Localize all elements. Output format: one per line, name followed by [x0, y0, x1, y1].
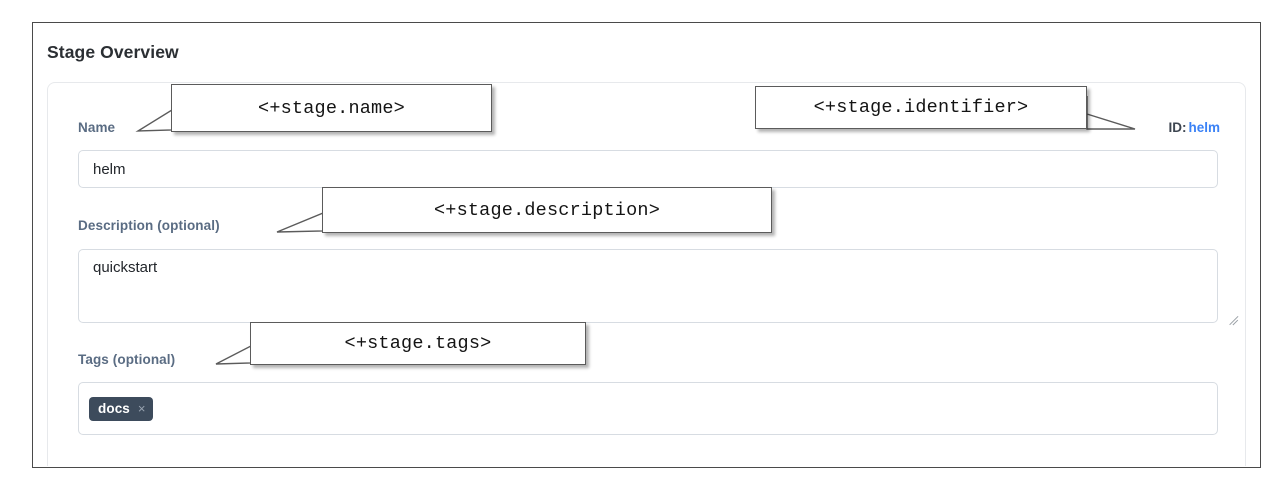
name-input[interactable]: [78, 150, 1218, 188]
description-textarea[interactable]: [78, 249, 1218, 323]
id-value-link[interactable]: helm: [1188, 120, 1220, 135]
tag-chip-label: docs: [98, 401, 130, 416]
tags-field-label: Tags (optional): [78, 352, 176, 367]
callout-stage-description: <+stage.description>: [322, 187, 772, 233]
callout-tail-description-icon: [276, 198, 324, 233]
stage-identifier: ID:helm: [1168, 120, 1220, 135]
description-field-label: Description (optional): [78, 218, 220, 233]
callout-stage-name: <+stage.name>: [171, 84, 492, 132]
page-title: Stage Overview: [47, 42, 179, 62]
callout-stage-tags: <+stage.tags>: [250, 322, 586, 365]
tag-remove-icon[interactable]: ×: [137, 401, 146, 416]
tag-chip-docs[interactable]: docs ×: [89, 396, 153, 421]
callout-tail-identifier-icon: [1086, 96, 1136, 130]
tags-input[interactable]: docs ×: [78, 382, 1218, 435]
callout-stage-identifier: <+stage.identifier>: [755, 86, 1087, 129]
id-prefix-label: ID:: [1168, 120, 1187, 135]
name-field-label: Name: [78, 120, 116, 135]
